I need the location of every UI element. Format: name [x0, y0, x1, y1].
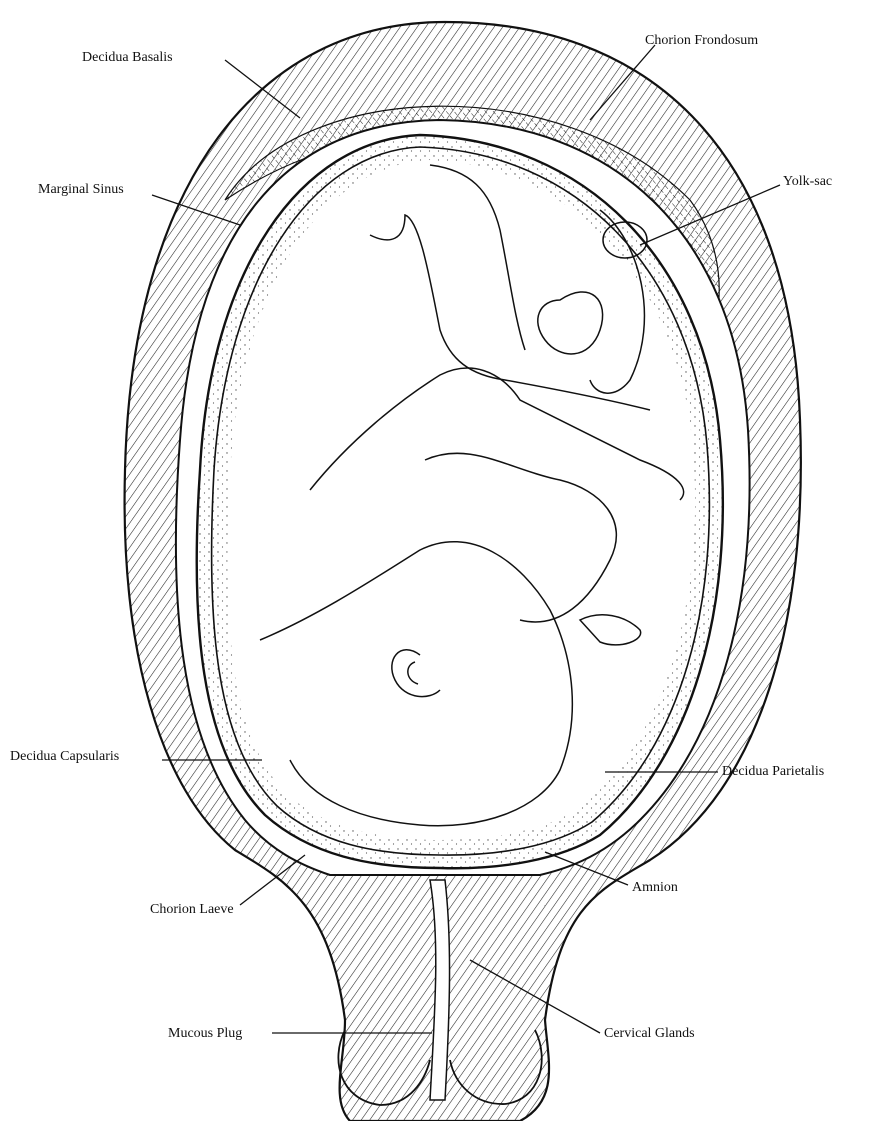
- label-cervical-glands: Cervical Glands: [604, 1026, 695, 1042]
- label-decidua-basalis: Decidua Basalis: [82, 50, 173, 66]
- label-chorion-laeve: Chorion Laeve: [150, 902, 234, 918]
- label-marginal-sinus: Marginal Sinus: [38, 182, 124, 198]
- label-mucous-plug: Mucous Plug: [168, 1026, 242, 1042]
- label-decidua-parietalis: Decidua Parietalis: [722, 764, 824, 780]
- amniotic-cavity: [227, 160, 695, 840]
- label-chorion-frondosum: Chorion Frondosum: [645, 33, 758, 49]
- label-decidua-capsularis: Decidua Capsularis: [10, 749, 119, 765]
- label-yolk-sac: Yolk-sac: [783, 174, 832, 190]
- label-amnion: Amnion: [632, 880, 678, 896]
